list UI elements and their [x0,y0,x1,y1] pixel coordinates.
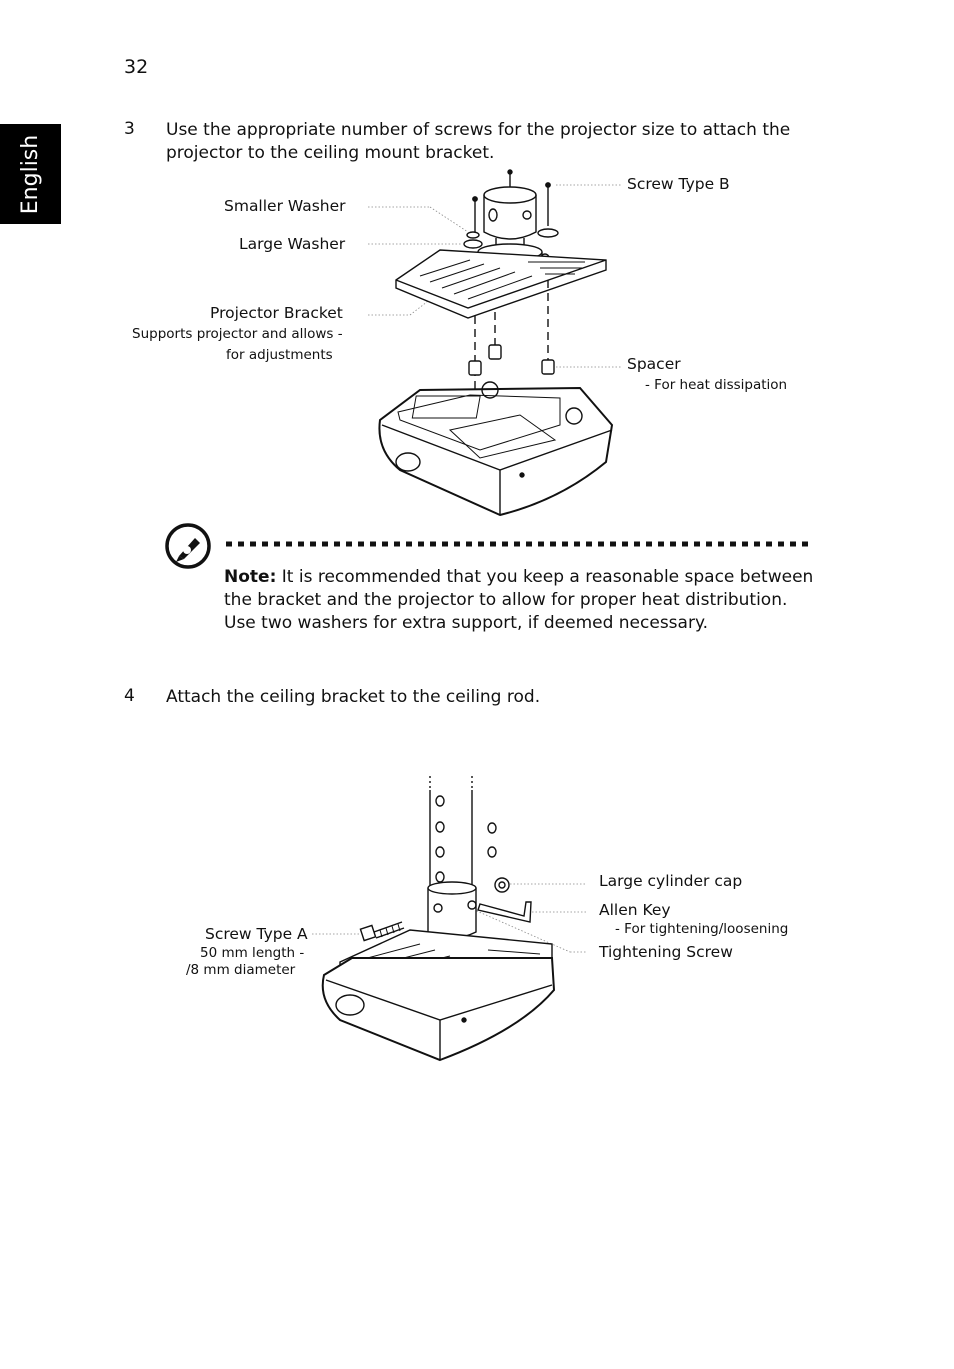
label-spacer-desc: - For heat dissipation [645,377,788,393]
step-4-number: 4 [124,686,135,706]
label-smaller-washer: Smaller Washer [224,197,346,215]
label-large-washer: Large Washer [239,235,346,253]
note-heading: Note: [224,567,277,587]
note-pen-icon [165,523,211,569]
figure-bracket-assembly [368,169,622,517]
label-projector-bracket-desc-2: for adjustments [226,347,333,363]
label-projector-bracket-desc-1: Supports projector and allows - [132,326,343,342]
step-4-text: Attach the ceiling bracket to the ceilin… [166,687,541,707]
page-number: 32 [124,56,149,78]
step-3-number: 3 [124,119,135,139]
label-screw-type-b: Screw Type B [627,175,730,193]
step-3-text: Use the appropriate number of screws for… [166,120,791,163]
note-body: It is recommended that you keep a reason… [224,567,814,633]
note-text: Note: It is recommended that you keep a … [224,566,814,635]
label-screw-type-a: Screw Type A [205,925,308,943]
label-screw-type-a-desc-2: /8 mm diameter [186,962,296,978]
label-allen-key-desc: - For tightening/loosening [615,921,789,937]
label-spacer: Spacer [627,355,681,373]
note-divider [226,541,810,547]
language-tab: English [0,124,61,224]
label-large-cylinder-cap: Large cylinder cap [599,872,743,890]
label-projector-bracket: Projector Bracket [210,304,343,322]
label-tightening-screw: Tightening Screw [599,943,733,961]
label-allen-key: Allen Key [599,901,671,919]
label-screw-type-a-desc-1: 50 mm length - [200,945,305,961]
figure-ceiling-rod-assembly [312,776,586,1062]
